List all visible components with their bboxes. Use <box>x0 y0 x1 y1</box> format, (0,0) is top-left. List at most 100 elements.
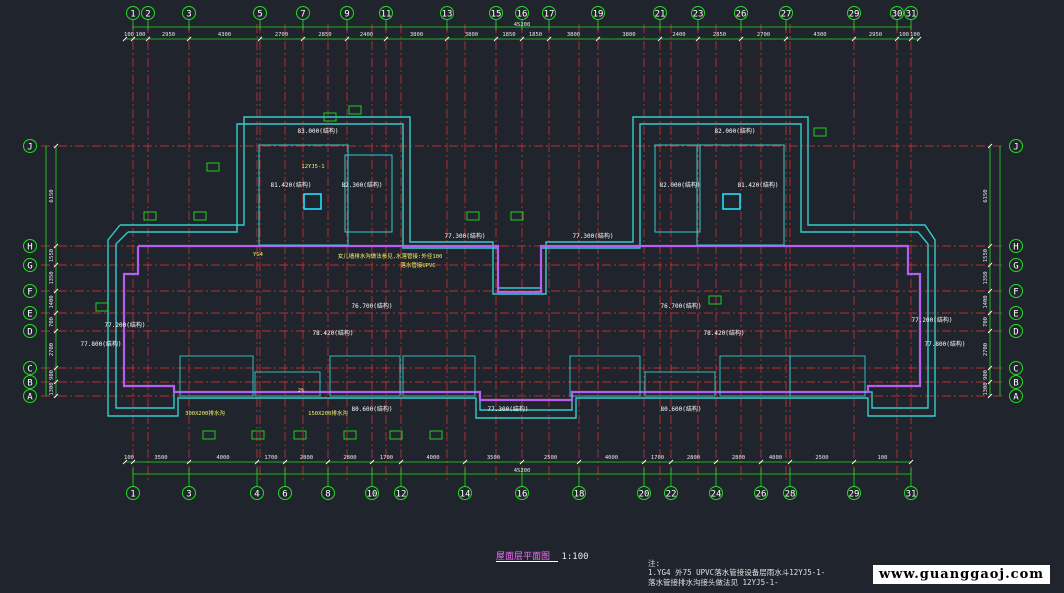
axis-bubble-bottom-6 <box>278 486 292 500</box>
dim-top-tick-16 <box>783 36 789 42</box>
note-line-1: 1.YG4 外75 UPVC落水管接设备层雨水斗12YJ5-1- <box>648 568 826 577</box>
axis-bubble-bottom-8 <box>321 486 335 500</box>
dim-left-text-0: 6150 <box>49 189 55 202</box>
dim-right-tick-1 <box>987 243 993 249</box>
axis-bubble-top-31 <box>904 6 918 20</box>
axis-bubble-top-1 <box>126 6 140 20</box>
annotation-4: 300X200排水沟 <box>185 409 225 417</box>
dim-right-tick-6 <box>987 365 993 371</box>
dim-bottom-tick-11 <box>641 459 647 465</box>
detail-flag-8 <box>202 430 216 440</box>
dim-left-text-2: 1350 <box>49 271 55 284</box>
elevation-label-0: 83.000(结构) <box>298 127 339 135</box>
dim-right-tick-7 <box>987 379 993 385</box>
dim-bottom-text-10: 4000 <box>605 455 618 461</box>
detail-flag-4 <box>348 105 362 115</box>
dim-left-tick-4 <box>53 310 59 316</box>
axis-label-bottom-18: 18 <box>574 490 585 500</box>
dim-right-tick-3 <box>987 288 993 294</box>
drain-channel-6 <box>719 355 791 397</box>
dim-left-tick-7 <box>53 379 59 385</box>
dim-top-text-12: 3800 <box>622 32 635 38</box>
dim-left-tick-8 <box>53 393 59 399</box>
roof-hatch-left <box>303 193 322 210</box>
dim-bottom-total-text: 45200 <box>514 468 531 474</box>
axis-bubble-bottom-31 <box>904 486 918 500</box>
dim-right-text-5: 2700 <box>983 343 989 356</box>
axis-bubble-right-C <box>1009 361 1023 375</box>
dim-bottom-text-13: 2800 <box>732 455 745 461</box>
dim-top-tick-15 <box>738 36 744 42</box>
dim-right-text-3: 1400 <box>983 295 989 308</box>
axis-label-bottom-29: 29 <box>849 490 860 500</box>
dim-bottom-tick-13 <box>713 459 719 465</box>
dim-top-text-2: 2950 <box>162 32 175 38</box>
roof-hatch-right <box>722 193 741 210</box>
axis-bubble-top-21 <box>653 6 667 20</box>
dim-bottom-tick-9 <box>519 459 525 465</box>
axis-label-top-3: 3 <box>186 10 191 20</box>
axis-label-left-C: C <box>27 365 32 375</box>
dim-top-tick-20 <box>916 36 922 42</box>
detail-flag-15 <box>708 295 722 305</box>
axis-label-bottom-6: 6 <box>282 490 287 500</box>
axis-bubble-top-19 <box>591 6 605 20</box>
dim-top-text-15: 2700 <box>757 32 770 38</box>
dim-bottom-tick-3 <box>254 459 260 465</box>
dim-bottom-tick-5 <box>325 459 331 465</box>
dim-left-text-3: 1400 <box>49 295 55 308</box>
dim-bottom-tick-1 <box>130 459 136 465</box>
dim-left-text-1: 1550 <box>49 249 55 262</box>
elevation-label-1: 81.420(结构) <box>271 181 312 189</box>
dim-top-text-14: 2850 <box>713 32 726 38</box>
axis-label-top-21: 21 <box>655 10 666 20</box>
axis-label-top-1: 1 <box>130 10 135 20</box>
axis-label-top-27: 27 <box>781 10 792 20</box>
dim-top-text-3: 4300 <box>218 32 231 38</box>
elevation-label-4: 77.300(结构) <box>573 232 614 240</box>
axis-label-top-30: 30 <box>892 10 903 20</box>
annotation-6: 2% <box>298 388 305 394</box>
dim-bottom-tick-16 <box>851 459 857 465</box>
axis-label-right-H: H <box>1013 243 1018 253</box>
note-line-2: 落水管接排水沟接头做法见 12YJ5-1- <box>648 578 779 587</box>
dim-left-tick-6 <box>53 365 59 371</box>
dim-top-tick-7 <box>383 36 389 42</box>
dim-top-tick-10 <box>519 36 525 42</box>
axis-bubble-left-B <box>23 375 37 389</box>
title-underline <box>496 561 558 562</box>
elevation-label-3: 77.300(结构) <box>445 232 486 240</box>
dim-right-text-0: 6150 <box>983 189 989 202</box>
dim-top-tick-8 <box>444 36 450 42</box>
axis-bubble-top-5 <box>253 6 267 20</box>
axis-label-bottom-20: 20 <box>639 490 650 500</box>
axis-label-top-15: 15 <box>491 10 502 20</box>
dim-top-text-1: 100 <box>136 32 146 38</box>
axis-label-bottom-10: 10 <box>367 490 378 500</box>
axis-label-top-11: 11 <box>381 10 392 20</box>
axis-bubble-bottom-12 <box>394 486 408 500</box>
dim-top-text-8: 3800 <box>465 32 478 38</box>
outer-wall <box>107 116 936 419</box>
detail-flag-5 <box>466 211 480 221</box>
axis-label-right-G: G <box>1013 262 1018 272</box>
dim-top-tick-4 <box>257 36 263 42</box>
axis-bubble-top-30 <box>890 6 904 20</box>
axis-label-left-E: E <box>27 310 32 320</box>
axis-bubble-bottom-3 <box>182 486 196 500</box>
dim-top-tick-13 <box>657 36 663 42</box>
axis-bubble-bottom-26 <box>754 486 768 500</box>
axis-bubble-right-E <box>1009 306 1023 320</box>
axis-label-right-E: E <box>1013 310 1018 320</box>
dim-top-total-text: 45200 <box>514 22 531 28</box>
axis-bubble-left-C <box>23 361 37 375</box>
elevation-label-8: 77.200(结构) <box>912 316 953 324</box>
dim-top-text-6: 2400 <box>360 32 373 38</box>
dim-bottom-text-7: 4000 <box>426 455 439 461</box>
dim-bottom-tick-0 <box>122 459 128 465</box>
dim-bottom-tick-8 <box>462 459 468 465</box>
dim-top-text-19: 100 <box>910 32 920 38</box>
drain-channel-3 <box>402 355 476 397</box>
dim-top-tick-17 <box>851 36 857 42</box>
axis-label-right-J: J <box>1013 143 1018 153</box>
